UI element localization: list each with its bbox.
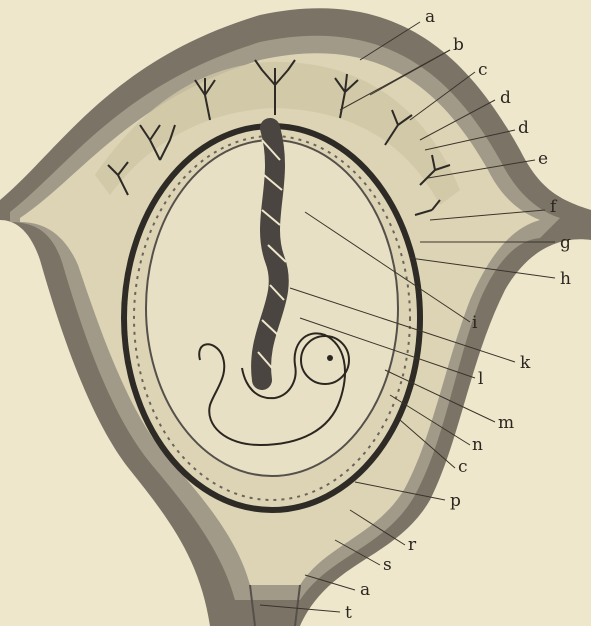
label-e: e	[538, 149, 548, 169]
label-n: n	[472, 435, 483, 455]
label-k: k	[520, 353, 531, 373]
label-h: h	[560, 269, 571, 289]
label-s: s	[383, 555, 392, 575]
label-d1: d	[500, 88, 511, 108]
label-t: t	[345, 603, 352, 623]
label-m: m	[498, 413, 514, 433]
label-i: i	[472, 313, 478, 333]
label-a-top: a	[425, 7, 435, 27]
label-d2: d	[518, 118, 529, 138]
label-r: r	[408, 535, 417, 555]
label-c-top: c	[478, 60, 488, 80]
label-g: g	[560, 233, 571, 253]
label-a-bottom: a	[360, 580, 370, 600]
label-c-bottom: c	[458, 457, 468, 477]
label-p: p	[450, 491, 461, 511]
label-l: l	[478, 369, 483, 389]
label-b: b	[453, 35, 464, 55]
embryo-eye	[327, 355, 333, 361]
